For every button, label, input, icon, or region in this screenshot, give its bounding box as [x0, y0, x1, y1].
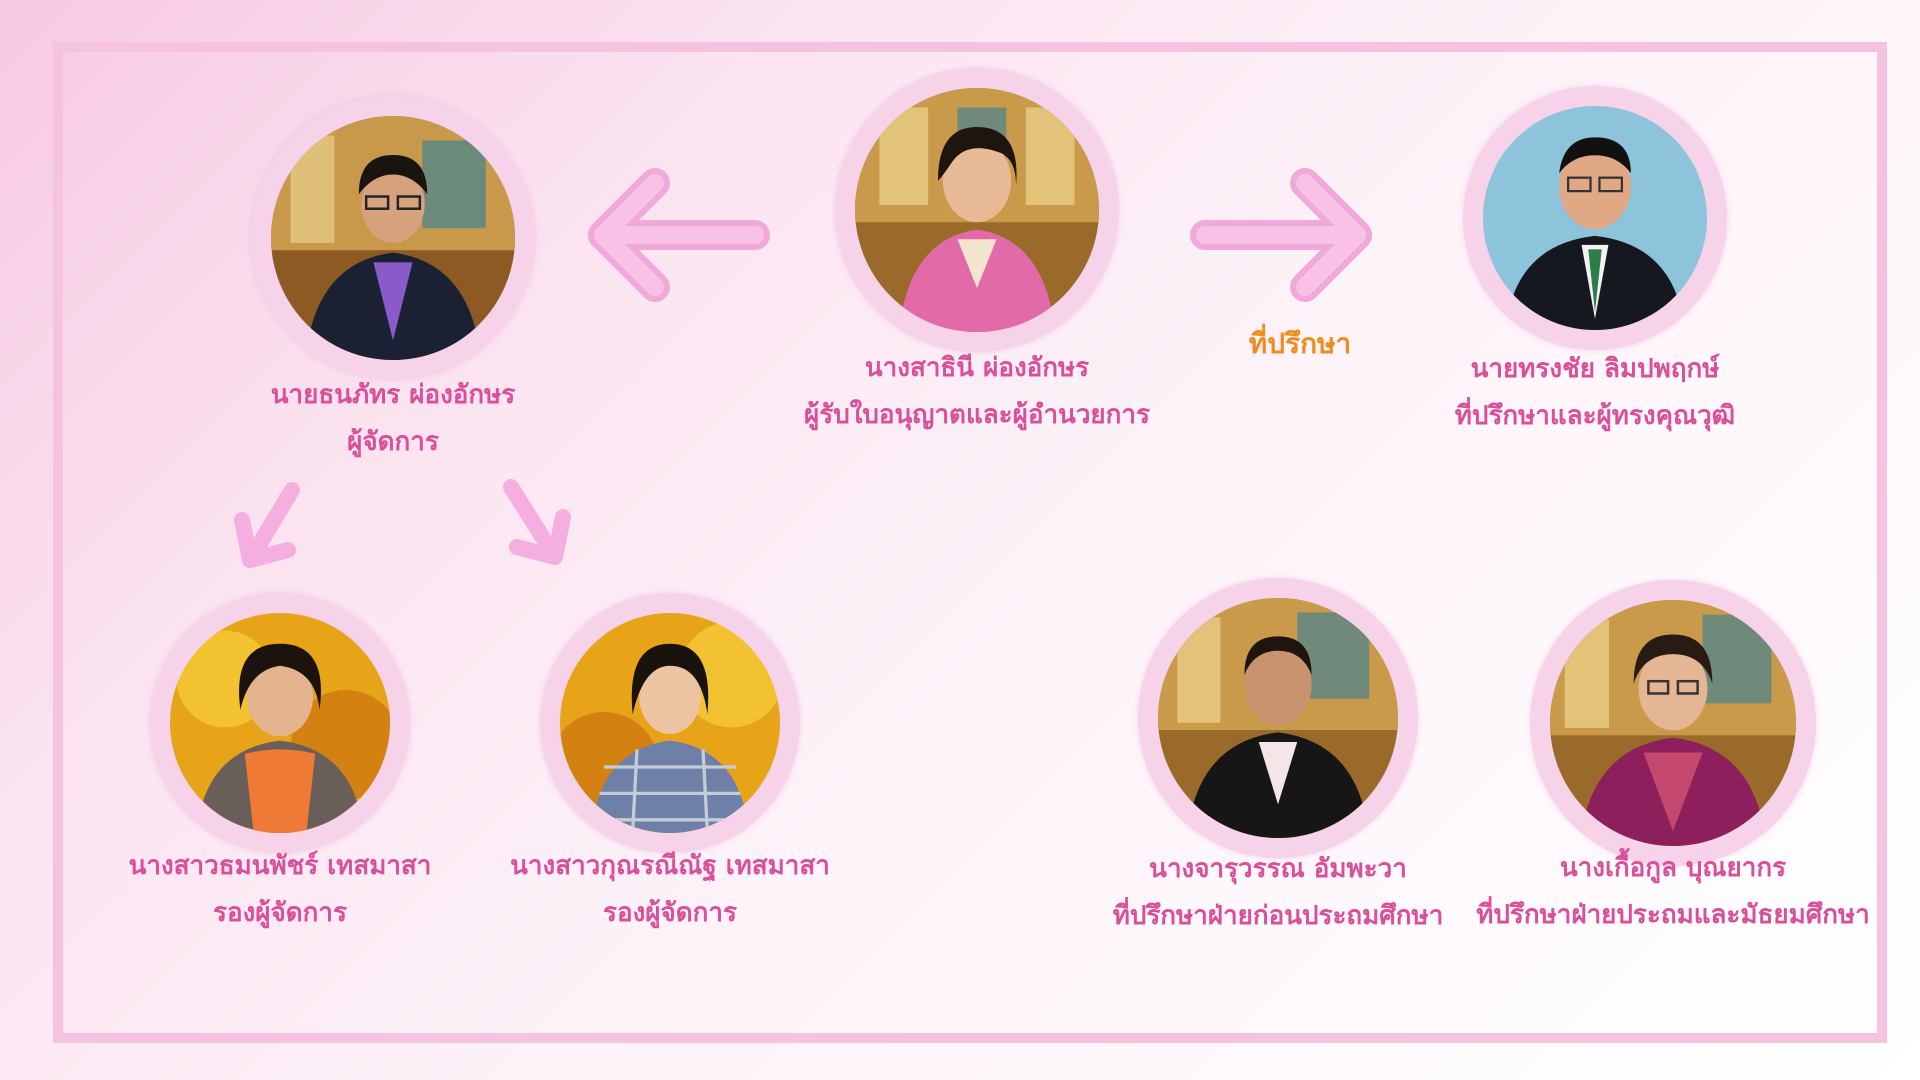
advisor-portrait	[1463, 86, 1727, 350]
advisor-label: ที่ปรึกษา	[1248, 327, 1352, 360]
arrow-right-icon	[1190, 165, 1375, 305]
advisor-caption: นายทรงชัย ลิมปพฤกษ์ ที่ปรึกษาและผู้ทรงคุ…	[1365, 346, 1825, 440]
advisor-role: ที่ปรึกษาและผู้ทรงคุณวุฒิ	[1454, 401, 1736, 431]
man-glasses-blue-background-photo	[1483, 106, 1707, 330]
arrow-down-right-icon	[495, 475, 575, 575]
manager-caption: นายธนภัทร ผ่องอักษร ผู้จัดการ	[163, 372, 623, 466]
consultant-caption-1: นางจารุวรรณ อัมพะวา ที่ปรึกษาฝ่ายก่อนประ…	[1048, 846, 1508, 940]
manager-portrait	[251, 96, 535, 380]
arrow-left-icon	[585, 165, 770, 305]
consultant-role-1: ที่ปรึกษาฝ่ายก่อนประถมศึกษา	[1112, 901, 1444, 931]
deputy-name-1: นางสาวธมนพัชร์ เทสมาสา	[128, 851, 432, 881]
director-name: นางสาธินี ผ่องอักษร	[864, 353, 1090, 383]
consultant-portrait-2	[1530, 580, 1816, 866]
manager-role: ผู้จัดการ	[347, 427, 439, 457]
man-glasses-dark-suit-photo	[271, 116, 515, 360]
director-caption: นางสาธินี ผ่องอักษร ผู้รับใบอนุญาตและผู้…	[747, 345, 1207, 439]
deputy-caption-1: นางสาวธมนพัชร์ เทสมาสา รองผู้จัดการ	[50, 843, 510, 937]
deputy-name-2: นางสาวกุณรณีณัฐ เทสมาสา	[510, 851, 830, 881]
arrow-down-left-icon	[230, 478, 310, 578]
woman-pink-jacket-photo	[855, 88, 1099, 332]
consultant-caption-2: นางเกื้อกูล บุณยากร ที่ปรึกษาฝ่ายประถมแล…	[1443, 845, 1903, 939]
consultant-name-1: นางจารุวรรณ อัมพะวา	[1149, 854, 1407, 884]
director-role: ผู้รับใบอนุญาตและผู้อำนวยการ	[804, 400, 1150, 430]
woman-purple-jacket-photo	[1550, 600, 1796, 846]
woman-orange-shirt-photo	[170, 613, 390, 833]
chart-frame	[53, 42, 1887, 1043]
manager-name: นายธนภัทร ผ่องอักษร	[270, 380, 516, 410]
deputy-portrait-1	[150, 593, 410, 853]
director-portrait	[835, 68, 1119, 352]
woman-black-jacket-photo	[1158, 598, 1398, 838]
woman-plaid-shirt-photo	[560, 613, 780, 833]
consultant-role-2: ที่ปรึกษาฝ่ายประถมและมัธยมศึกษา	[1476, 900, 1870, 930]
consultant-name-2: นางเกื้อกูล บุณยากร	[1559, 853, 1787, 883]
deputy-portrait-2	[540, 593, 800, 853]
deputy-role-2: รองผู้จัดการ	[603, 898, 737, 928]
deputy-role-1: รองผู้จัดการ	[213, 898, 347, 928]
deputy-caption-2: นางสาวกุณรณีณัฐ เทสมาสา รองผู้จัดการ	[440, 843, 900, 937]
consultant-portrait-1	[1138, 578, 1418, 858]
advisor-name: นายทรงชัย ลิมปพฤกษ์	[1470, 354, 1720, 384]
